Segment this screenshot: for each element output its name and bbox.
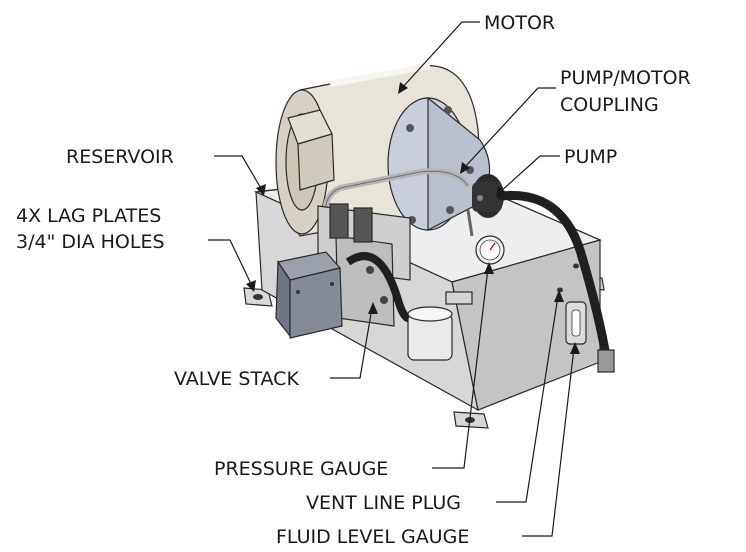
label-coupling-line1: PUMP/MOTOR: [560, 67, 691, 89]
pressure-gauge: [466, 209, 505, 265]
label-reservoir: RESERVOIR: [66, 146, 174, 168]
callouts: MOTOR PUMP/MOTOR COUPLING PUMP RESERVOIR…: [16, 12, 691, 548]
callout-motor: MOTOR: [398, 12, 555, 94]
callout-coupling: PUMP/MOTOR COUPLING: [460, 67, 691, 174]
callout-valve-stack: VALVE STACK: [174, 302, 378, 390]
callout-lag-plates: 4X LAG PLATES 3/4" DIA HOLES: [16, 205, 256, 292]
power-unit-illustration: [243, 63, 615, 429]
label-pump: PUMP: [564, 146, 617, 168]
callout-reservoir: RESERVOIR: [66, 146, 266, 196]
callout-vent-line-plug: VENT LINE PLUG: [306, 290, 564, 514]
label-fluid-level-gauge: FLUID LEVEL GAUGE: [276, 526, 469, 548]
valve-hose: [345, 252, 412, 323]
motor-terminal-box: [287, 109, 335, 191]
label-motor: MOTOR: [484, 12, 555, 34]
return-filter: [407, 291, 473, 361]
lag-plate-front-left: [243, 287, 273, 307]
fluid-level-gauge: [565, 301, 587, 345]
label-coupling-line2: COUPLING: [560, 94, 659, 116]
hose-fitting: [597, 349, 615, 373]
callout-pump: PUMP: [496, 146, 617, 198]
lag-plate-front-right: [453, 411, 489, 429]
label-vent-line-plug: VENT LINE PLUG: [306, 492, 461, 514]
callout-fluid-level-gauge: FLUID LEVEL GAUGE: [276, 342, 580, 548]
label-valve-stack: VALVE STACK: [174, 368, 299, 390]
label-lag-plates-line2: 3/4" DIA HOLES: [16, 231, 165, 253]
label-pressure-gauge: PRESSURE GAUGE: [214, 458, 388, 480]
return-hose: [497, 190, 611, 361]
callout-pressure-gauge: PRESSURE GAUGE: [214, 262, 494, 480]
pump: [472, 174, 504, 218]
label-lag-plates-line1: 4X LAG PLATES: [16, 205, 161, 227]
junction-box: [275, 251, 343, 339]
